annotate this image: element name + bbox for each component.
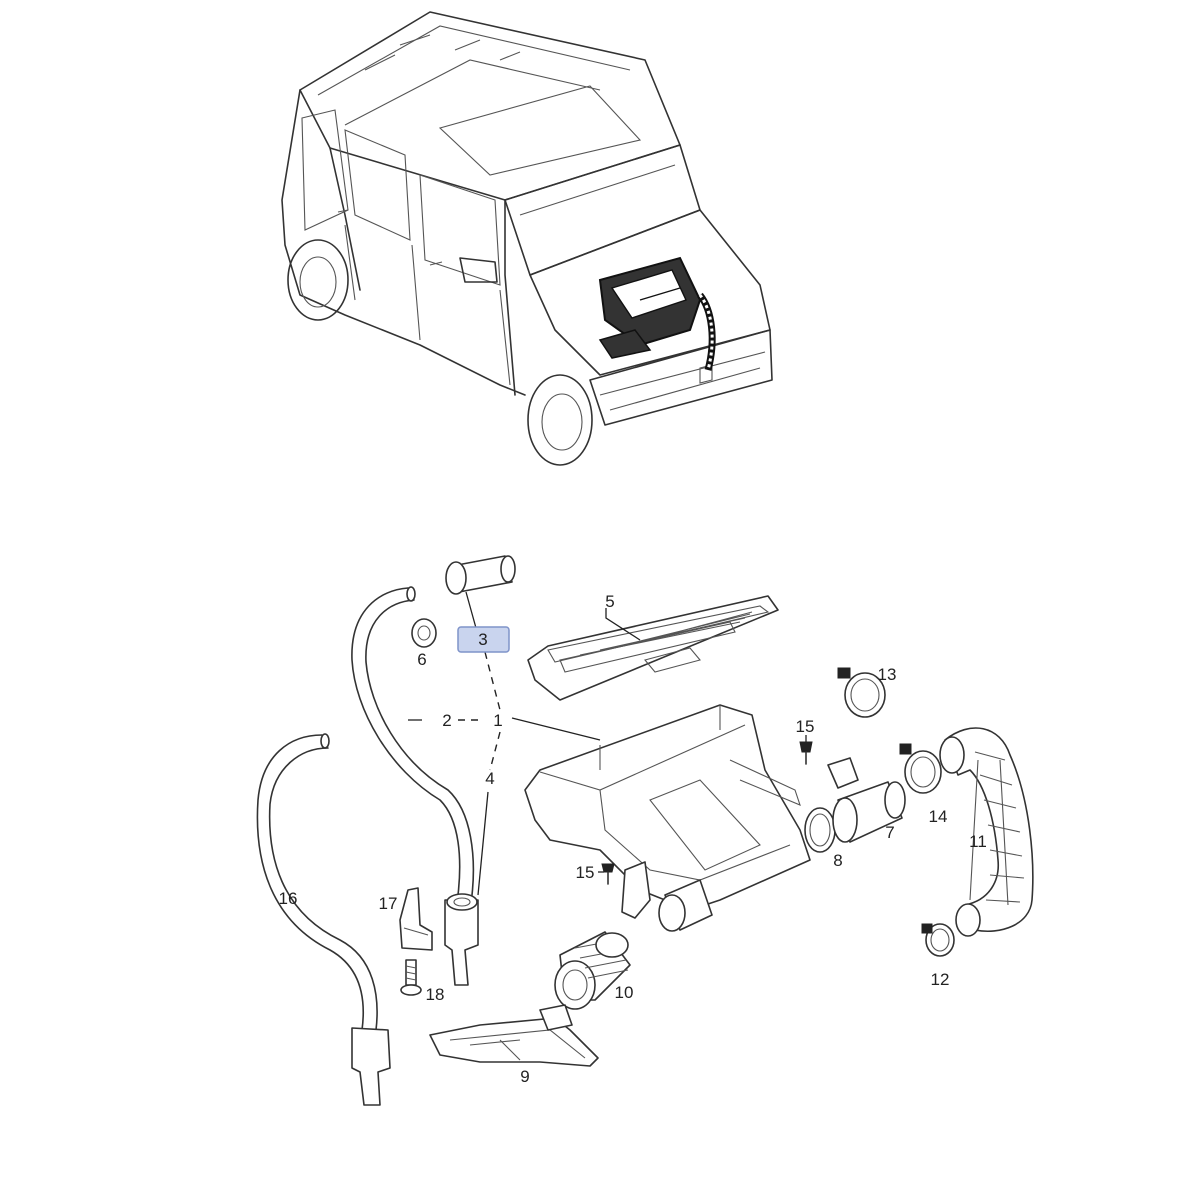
callout-9: 9	[520, 1067, 529, 1086]
callout-17: 17	[379, 894, 398, 913]
callout-10: 10	[615, 983, 634, 1002]
callout-18: 18	[426, 985, 445, 1004]
callout-16: 16	[279, 889, 298, 908]
callout-8: 8	[833, 851, 842, 870]
part-14-clamp	[899, 743, 942, 794]
callout-5: 5	[605, 592, 614, 611]
part-4-coupling	[444, 893, 479, 986]
part-18-bolt	[400, 959, 422, 996]
callout-11: 11	[969, 832, 987, 851]
callout-7: 7	[885, 823, 894, 842]
callout-2: 2	[442, 711, 451, 730]
part-12-clamp	[921, 923, 955, 957]
callout-3: 3	[478, 630, 487, 649]
part-16-hose	[256, 733, 391, 1106]
part-8-ring	[804, 807, 836, 853]
part-5-filter	[527, 595, 779, 701]
part-10-bellows	[554, 931, 631, 1010]
callout-14: 14	[929, 807, 948, 826]
part-11-duct	[939, 727, 1034, 937]
callout-6: 6	[417, 650, 426, 669]
callout-1: 1	[493, 711, 502, 730]
callout-13: 13	[878, 665, 897, 684]
part-15-screw-bottom	[601, 863, 615, 885]
callout-4: 4	[485, 769, 494, 788]
callout-15-bottom: 15	[576, 863, 595, 882]
callout-15-top: 15	[796, 717, 815, 736]
part-1-housing	[524, 704, 811, 932]
part-15-screw-top	[799, 741, 813, 765]
part-9-bracket	[429, 1004, 599, 1067]
part-17-bracket	[399, 887, 433, 951]
callout-labels: 3 1 2 4 5 6 7 8 9 10 11 12 13 14 15 15 1…	[279, 592, 987, 1086]
part-13-clamp	[837, 667, 886, 718]
part-2-hose	[351, 586, 475, 896]
part-7-sensor	[827, 757, 906, 843]
part-3-connector	[445, 555, 516, 595]
callout-3-highlight	[457, 626, 510, 653]
vehicle-illustration	[281, 11, 773, 466]
leader-lines	[408, 591, 807, 896]
callout-12: 12	[931, 970, 950, 989]
part-6-grommet	[411, 618, 437, 648]
